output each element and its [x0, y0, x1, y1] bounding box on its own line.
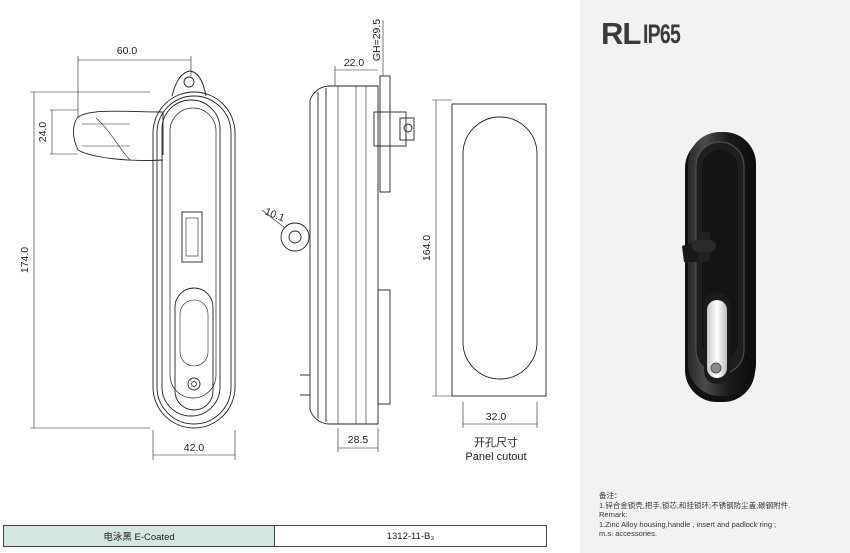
dim-overall-height: 174.0 — [19, 247, 31, 273]
dim-depth-top: 22.0 — [344, 57, 365, 69]
technical-drawing: 60.0 24.0 174.0 42.0 22.0 GH=29.5 10.1 2… — [19, 19, 547, 463]
remarks-line-cn: 1.锌合金锁壳,把手,锁芯,和挂锁环;不锈钢防尘盖;碳钢附件. — [599, 500, 791, 510]
panel-cutout-label-cn: 开孔尺寸 — [474, 435, 518, 449]
finish-cell: 电泳黑 E-Coated — [4, 526, 275, 546]
dim-body-width: 42.0 — [184, 442, 205, 454]
panel-cutout-view — [451, 103, 547, 397]
dimension-lines — [30, 20, 538, 460]
info-table: 电泳黑 E-Coated 1312-11-B₃ — [3, 525, 547, 547]
dim-radius: 10.1 — [263, 206, 287, 225]
remarks-line-en-1: 1.Zinc Alloy housing,handle , insert and… — [599, 519, 777, 529]
dim-handle-width: 60.0 — [117, 45, 138, 57]
brand-badge: RL — [601, 16, 641, 51]
remarks-line-en-2: m.s. accessories. — [599, 529, 657, 539]
product-photo — [682, 132, 756, 402]
dim-handle-height: 24.0 — [37, 122, 49, 143]
dim-thread: GH=29.5 — [371, 19, 383, 61]
dim-depth-bottom: 28.5 — [348, 434, 369, 446]
panel-cutout-label-en: Panel cutout — [465, 451, 526, 463]
front-view — [73, 70, 236, 429]
side-view — [280, 75, 415, 425]
part-number-cell: 1312-11-B₃ — [275, 526, 546, 546]
dim-cutout-height: 164.0 — [421, 235, 433, 261]
product-panel: RL IP65 备注： 1.锌合金锁壳,把手,锁芯,和挂锁环;不锈钢防尘盖;碳钢… — [580, 0, 850, 553]
remarks: 备注： 1.锌合金锁壳,把手,锁芯,和挂锁环;不锈钢防尘盖;碳钢附件. Rema… — [599, 491, 849, 539]
ip-rating-badge: IP65 — [643, 19, 681, 49]
remarks-heading-cn: 备注： — [599, 491, 622, 500]
remarks-heading-en: Remark: — [599, 510, 628, 520]
dim-cutout-width: 32.0 — [486, 411, 507, 423]
